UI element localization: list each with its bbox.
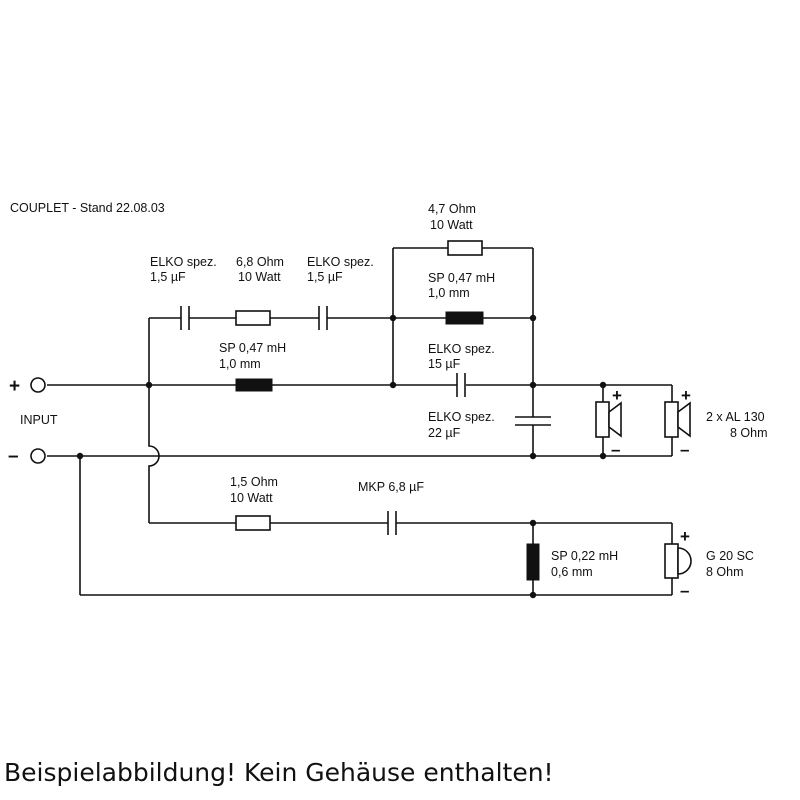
svg-text:+: +: [681, 386, 691, 405]
inductor-l3-icon: [526, 543, 540, 581]
svg-text:+: +: [612, 386, 622, 405]
c4-label-type: ELKO spez.: [428, 410, 495, 424]
woofer-label-model: 2 x AL 130: [706, 410, 765, 424]
woofer-label-impedance: 8 Ohm: [730, 426, 768, 440]
svg-text:–: –: [680, 440, 689, 459]
schematic-title: COUPLET - Stand 22.08.03: [10, 201, 165, 215]
tweeter-label-model: G 20 SC: [706, 549, 754, 563]
l1-label-wire: 1,0 mm: [428, 286, 470, 300]
l3-label-wire: 0,6 mm: [551, 565, 593, 579]
svg-text:–: –: [611, 440, 620, 459]
c4-label-value: 22 µF: [428, 426, 461, 440]
svg-text:+: +: [680, 527, 690, 546]
svg-text:–: –: [680, 581, 689, 600]
terminal-minus-sign: –: [8, 446, 19, 467]
input-label: INPUT: [20, 413, 58, 427]
r1-label-power: 10 Watt: [238, 270, 281, 284]
r3-label-power: 10 Watt: [230, 491, 273, 505]
r3-label-value: 1,5 Ohm: [230, 475, 278, 489]
inductor-l2-icon: [235, 378, 273, 392]
input-terminals: + – INPUT: [8, 376, 58, 467]
resistor-r2-icon: [447, 240, 483, 256]
l1-label-value: SP 0,47 mH: [428, 271, 495, 285]
r1-label-value: 6,8 Ohm: [236, 255, 284, 269]
junction-dots: [76, 314, 607, 599]
wiring: [47, 247, 673, 596]
tweeter-speaker-icon: + –: [664, 527, 692, 600]
terminal-plus-sign: +: [9, 376, 20, 397]
r2-label-value: 4,7 Ohm: [428, 202, 476, 216]
capacitor-c1-icon: [180, 306, 190, 330]
c1-label-type: ELKO spez.: [150, 255, 217, 269]
woofer-2-speaker-icon: + –: [664, 386, 691, 459]
caption: Beispielabbildung! Kein Gehäuse enthalte…: [4, 758, 554, 787]
l3-label-value: SP 0,22 mH: [551, 549, 618, 563]
capacitor-c2-icon: [318, 306, 328, 330]
r2-label-power: 10 Watt: [430, 218, 473, 232]
resistor-r3-icon: [235, 515, 271, 531]
c2-label-type: ELKO spez.: [307, 255, 374, 269]
c1-label-value: 1,5 µF: [150, 270, 186, 284]
l2-label-value: SP 0,47 mH: [219, 341, 286, 355]
terminal-minus-icon: [30, 448, 46, 464]
woofer-1-speaker-icon: + –: [595, 386, 622, 459]
capacitor-c4-icon: [515, 416, 551, 426]
capacitor-c3-icon: [456, 373, 466, 397]
c5-label-type: MKP 6,8 µF: [358, 480, 424, 494]
capacitor-c5-icon: [387, 511, 397, 535]
resistor-r1-icon: [235, 310, 271, 326]
inductor-l1-icon: [445, 311, 484, 325]
c2-label-value: 1,5 µF: [307, 270, 343, 284]
c3-label-type: ELKO spez.: [428, 342, 495, 356]
terminal-plus-icon: [30, 377, 46, 393]
c3-label-value: 15 µF: [428, 357, 461, 371]
l2-label-wire: 1,0 mm: [219, 357, 261, 371]
tweeter-label-impedance: 8 Ohm: [706, 565, 744, 579]
crossover-schematic: COUPLET - Stand 22.08.03: [8, 201, 768, 600]
